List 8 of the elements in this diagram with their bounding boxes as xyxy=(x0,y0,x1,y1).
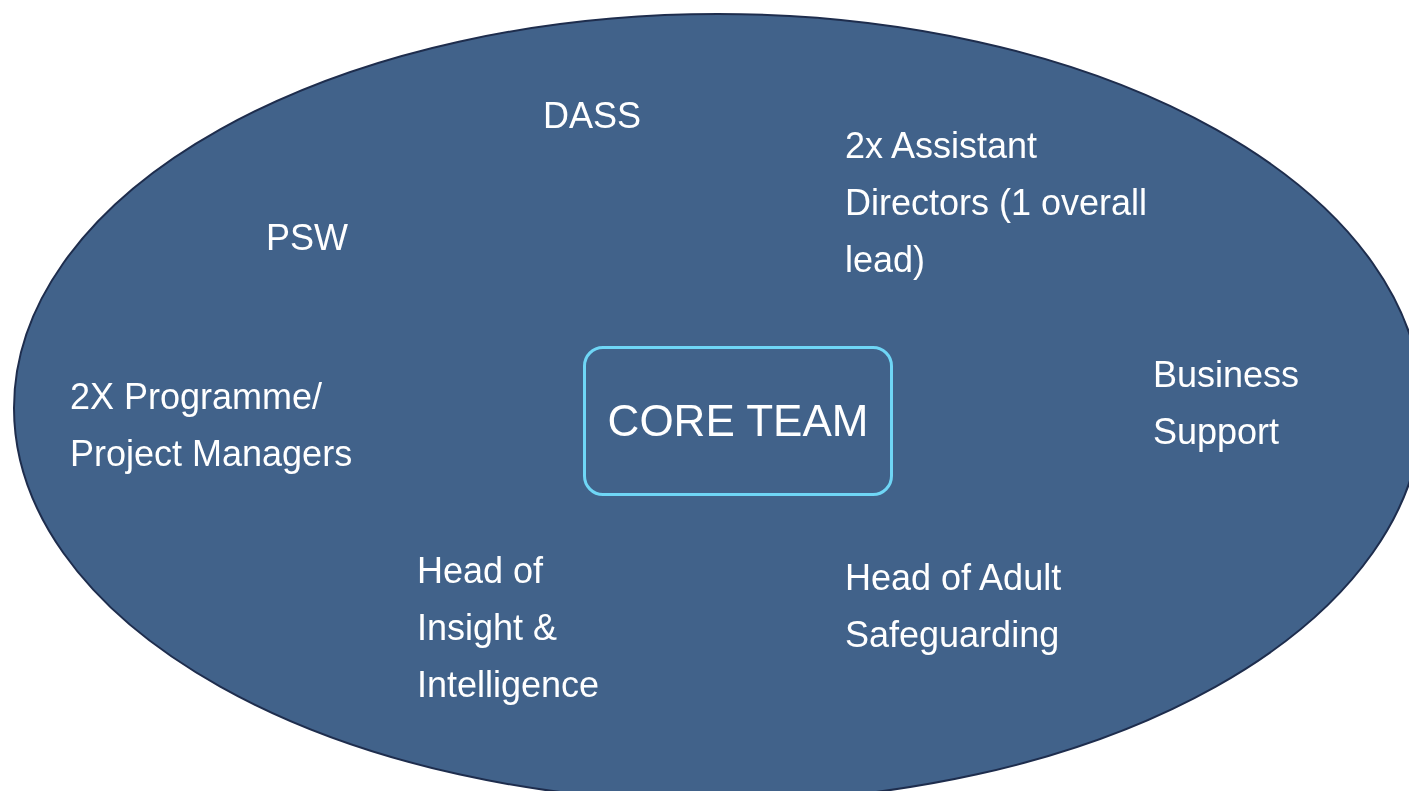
role-label: Head of Insight & Intelligence xyxy=(417,549,601,707)
role-label: DASS xyxy=(543,94,643,138)
role-label: 2x Assistant Directors (1 overall lead) xyxy=(845,124,1149,282)
core-team-box: CORE TEAM xyxy=(583,346,893,496)
role-label: PSW xyxy=(266,216,349,260)
role-label: Head of Adult Safeguarding xyxy=(845,556,1063,657)
role-label: 2X Programme/ Project Managers xyxy=(70,375,354,476)
role-label: Business Support xyxy=(1153,353,1301,454)
